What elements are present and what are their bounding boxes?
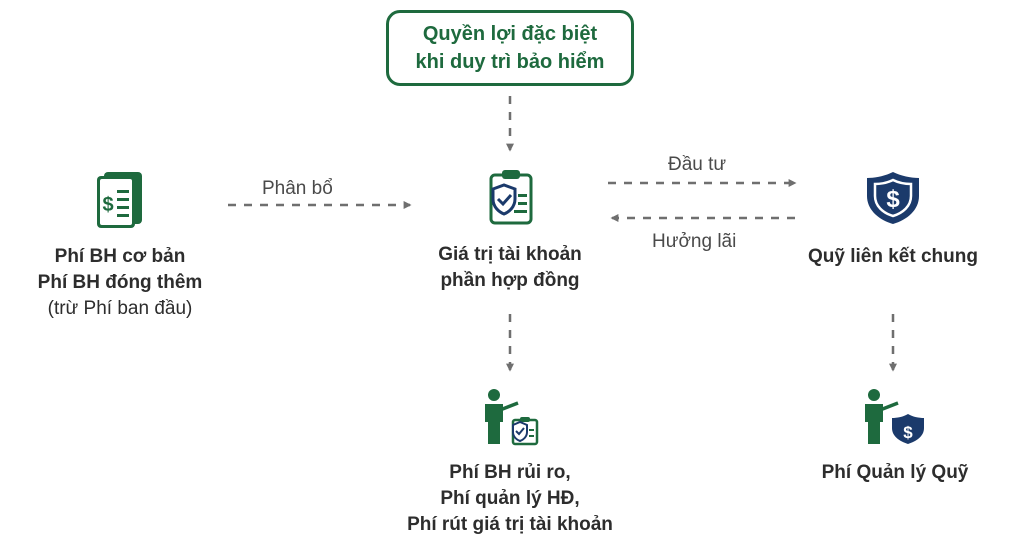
dollar-document-icon: $ — [97, 172, 142, 228]
presenter-shield-icon: $ — [865, 389, 924, 444]
risk-fees-line1: Phí BH rủi ro, — [449, 462, 571, 483]
account-value-line1: Giá trị tài khoản — [438, 244, 582, 265]
invest-label: Đầu tư — [668, 154, 727, 175]
shield-clipboard-icon — [489, 170, 533, 225]
special-benefits-line2: khi duy trì bảo hiểm — [415, 51, 605, 73]
svg-text:$: $ — [102, 194, 113, 216]
account-value-line2: phần hợp đồng — [440, 270, 580, 291]
presenter-clipboard-icon — [485, 389, 539, 446]
risk-fees-line3: Phí rút giá trị tài khoản — [407, 514, 613, 535]
svg-text:$: $ — [903, 423, 913, 442]
risk-fees-label: Phí BH rủi ro, Phí quản lý HĐ, Phí rút g… — [370, 460, 650, 538]
interest-label: Hưởng lãi — [652, 231, 737, 252]
svg-text:$: $ — [886, 186, 900, 213]
dollar-shield-icon: $ — [867, 172, 919, 224]
special-benefits-line1: Quyền lợi đặc biệt — [422, 23, 598, 45]
account-value-label: Giá trị tài khoản phần hợp đồng — [400, 242, 620, 294]
fund-label: Quỹ liên kết chung — [808, 246, 978, 267]
risk-fees-line2: Phí quản lý HĐ, — [440, 488, 580, 509]
premiums-line2: Phí BH đóng thêm — [37, 272, 203, 293]
special-benefits-box: Quyền lợi đặc biệt khi duy trì bảo hiểm — [386, 10, 634, 86]
premiums-line3: (trừ Phí ban đầu) — [47, 298, 193, 319]
allocate-label: Phân bổ — [262, 178, 333, 199]
premiums-line1: Phí BH cơ bản — [54, 246, 186, 267]
premiums-label: Phí BH cơ bản Phí BH đóng thêm (trừ Phí … — [20, 244, 220, 322]
fund-fee-label: Phí Quản lý Quỹ — [821, 462, 969, 483]
